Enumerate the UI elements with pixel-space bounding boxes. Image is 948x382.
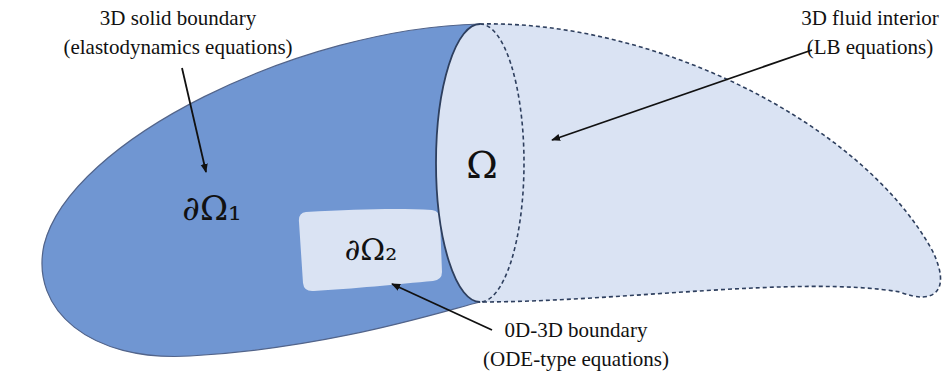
solid-wall bbox=[42, 24, 480, 356]
region-symbol: ∂Ω₁ bbox=[182, 191, 241, 225]
coupling-callout: 0D-3D boundary (ODE-type equations) bbox=[482, 316, 671, 375]
section-fill bbox=[436, 24, 524, 302]
coupled-boundary-patch: ∂Ω₂ bbox=[298, 208, 444, 292]
region-symbol: ∂Ω₂ bbox=[345, 235, 397, 265]
fluid-cross-section: Ω bbox=[434, 22, 526, 306]
patch-shape bbox=[299, 209, 442, 291]
leader-arrow bbox=[182, 68, 206, 172]
fluid-outline bbox=[480, 24, 941, 302]
fluid-callout: 3D fluid interior (LB equations) bbox=[800, 4, 940, 63]
solid-callout: 3D solid boundary (elastodynamics equati… bbox=[62, 4, 295, 63]
leader-arrow bbox=[552, 50, 812, 140]
region-symbol: Ω bbox=[466, 146, 498, 184]
leader-arrow bbox=[392, 284, 492, 330]
